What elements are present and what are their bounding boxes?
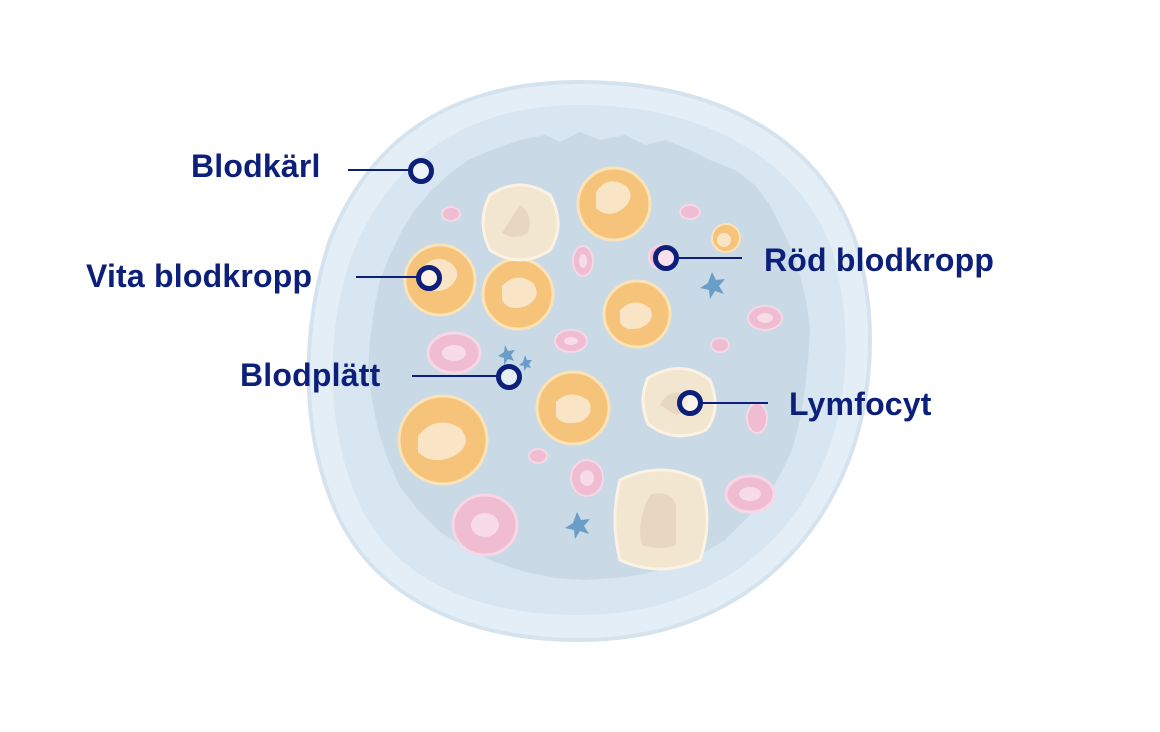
label-platelet: Blodplätt (240, 357, 381, 393)
label-blood-vessel: Blodkärl (191, 148, 321, 184)
leader-lymphocyte (702, 402, 768, 404)
leader-red-blood-cell (676, 257, 742, 259)
leader-white-blood-cell (356, 276, 418, 278)
red-blood-cells (426, 204, 783, 557)
marker-white-blood-cell[interactable] (416, 265, 442, 291)
marker-red-blood-cell[interactable] (653, 245, 679, 271)
leader-blood-vessel (348, 169, 410, 171)
marker-platelet[interactable] (496, 364, 522, 390)
lymphocytes (481, 183, 717, 571)
label-lymphocyte: Lymfocyt (789, 386, 932, 422)
marker-lymphocyte[interactable] (677, 390, 703, 416)
label-red-blood-cell: Röd blodkropp (764, 242, 995, 278)
label-white-blood-cell: Vita blodkropp (86, 258, 313, 294)
platelets (498, 272, 725, 539)
marker-blood-vessel[interactable] (408, 158, 434, 184)
leader-platelet (412, 375, 498, 377)
